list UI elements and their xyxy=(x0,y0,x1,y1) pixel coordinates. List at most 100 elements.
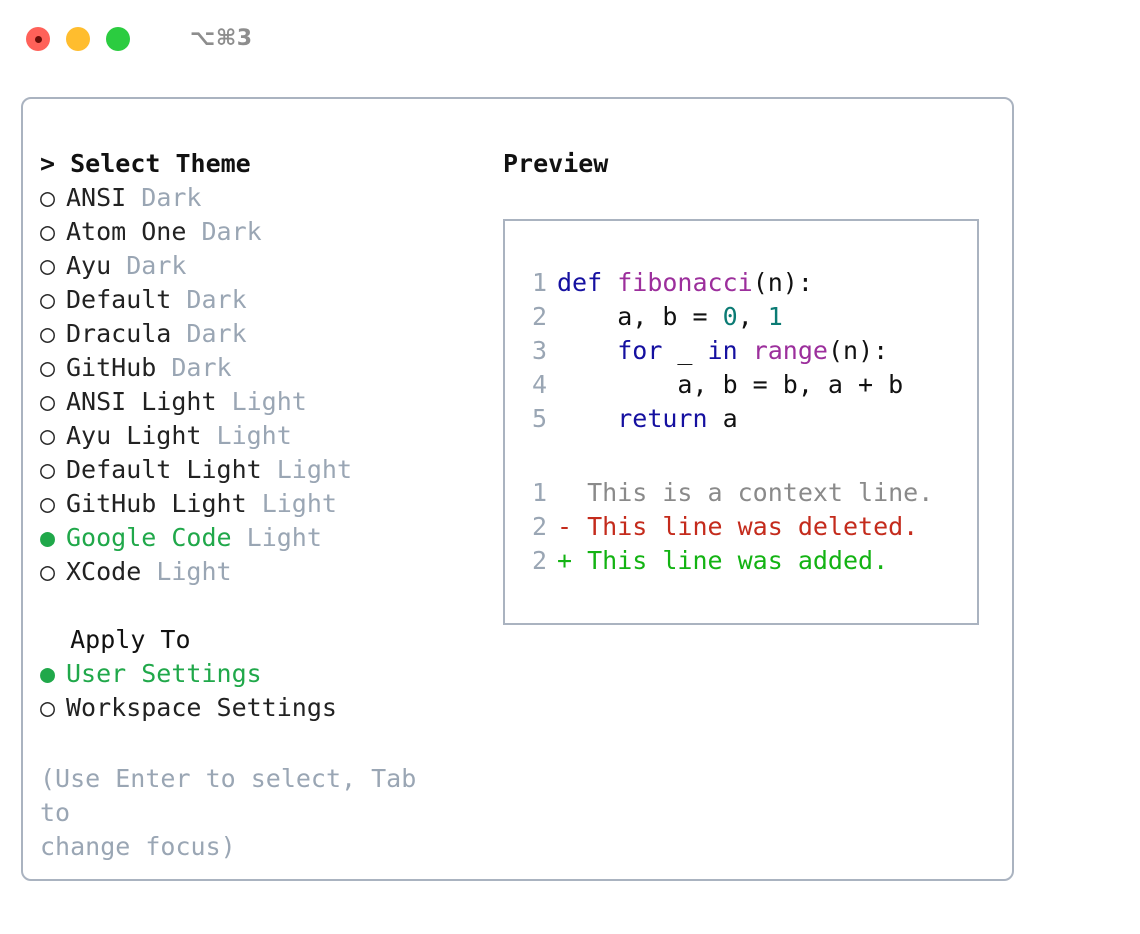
code-diff-spacer xyxy=(519,436,977,476)
keyboard-hint-line-2: change focus) xyxy=(40,832,236,861)
theme-option-tag: Dark xyxy=(186,285,247,314)
code-token-kw: in xyxy=(707,336,738,365)
theme-option-google-code[interactable]: ● Google Code Light xyxy=(40,521,490,555)
code-token-fn: fibonacci xyxy=(617,268,753,297)
theme-option-tag: Dark xyxy=(171,353,232,382)
diff-text: This line was deleted. xyxy=(587,512,919,541)
theme-option-label: Atom One xyxy=(66,217,187,246)
radio-unselected-icon: ○ xyxy=(40,489,56,518)
theme-option-xcode[interactable]: ○XCode Light xyxy=(40,555,490,589)
diff-line-number: 2 xyxy=(531,546,547,575)
theme-option-atom-one[interactable]: ○ Atom One Dark xyxy=(40,215,490,249)
diff-line-number: 2 xyxy=(531,512,547,541)
theme-option-tag: Dark xyxy=(141,183,202,212)
select-theme-heading: > Select Theme xyxy=(40,147,490,181)
theme-option-label: Google Code xyxy=(66,523,232,552)
code-token-pl: (n): xyxy=(827,336,889,365)
theme-option-label: ANSI xyxy=(66,183,127,212)
code-line-number: 2 xyxy=(531,302,547,331)
theme-list: ○ANSI Dark○Atom One Dark○Ayu Dark○Defaul… xyxy=(40,181,490,589)
theme-option-github[interactable]: ○GitHub Dark xyxy=(40,351,490,385)
minimize-window-button[interactable] xyxy=(66,27,90,51)
theme-selection-column: > Select Theme ○ANSI Dark○Atom One Dark○… xyxy=(40,147,490,725)
code-line-number: 1 xyxy=(531,268,547,297)
radio-selected-icon: ● xyxy=(40,659,56,688)
theme-option-label: Default xyxy=(66,285,172,314)
list-spacer xyxy=(40,589,490,623)
code-token-pl xyxy=(557,404,617,433)
theme-option-label: Ayu Light xyxy=(66,421,202,450)
code-line-number: 3 xyxy=(531,336,547,365)
code-token-fn: range xyxy=(752,336,828,365)
theme-option-ansi-light[interactable]: ○ANSI Light Light xyxy=(40,385,490,419)
apply-to-heading-text: Apply To xyxy=(70,625,191,654)
code-token-pl: _ xyxy=(662,336,708,365)
title-bar: ⌥⌘3 xyxy=(0,0,1140,78)
theme-option-tag: Light xyxy=(246,523,322,552)
code-token-kw: for xyxy=(617,336,663,365)
theme-option-default[interactable]: ○ Default Dark xyxy=(40,283,490,317)
code-line-number: 5 xyxy=(531,404,547,433)
theme-option-label: GitHub Light xyxy=(66,489,247,518)
theme-option-tag: Dark xyxy=(186,319,247,348)
code-line-number: 4 xyxy=(531,370,547,399)
theme-option-label: ANSI Light xyxy=(66,387,217,416)
radio-unselected-icon: ○ xyxy=(40,319,56,348)
select-theme-heading-text: Select Theme xyxy=(70,149,251,178)
code-line: 5 return a xyxy=(519,402,977,436)
apply-to-heading: Apply To xyxy=(40,623,490,657)
radio-selected-icon: ● xyxy=(40,523,56,552)
theme-option-tag: Light xyxy=(276,455,352,484)
diff-line-number: 1 xyxy=(531,478,547,507)
diff-text: This line was added. xyxy=(587,546,889,575)
code-token-num: 1 xyxy=(767,302,783,331)
theme-option-ansi[interactable]: ○ ANSI Dark xyxy=(40,181,490,215)
radio-unselected-icon: ○ xyxy=(40,251,56,280)
diff-sample: 1 This is a context line.2- This line wa… xyxy=(519,476,977,578)
code-token-pl xyxy=(738,336,753,365)
code-line: 3 for _ in range(n): xyxy=(519,334,977,368)
radio-unselected-icon: ○ xyxy=(40,217,56,246)
keyboard-hint: (Use Enter to select, Tab to change focu… xyxy=(40,762,460,864)
code-token-pl: a, b = xyxy=(557,302,723,331)
theme-option-tag: Dark xyxy=(126,251,187,280)
code-token-pl: a xyxy=(707,404,738,433)
theme-option-label: XCode xyxy=(66,557,142,586)
radio-unselected-icon: ○ xyxy=(40,285,56,314)
theme-option-label: Dracula xyxy=(66,319,172,348)
diff-marker xyxy=(557,478,587,507)
apply-to-option-label: User Settings xyxy=(66,659,262,688)
apply-to-option-user-settings[interactable]: ● User Settings xyxy=(40,657,490,691)
code-token-pl xyxy=(557,336,617,365)
theme-option-tag: Light xyxy=(156,557,232,586)
code-token-pl: , xyxy=(737,302,768,331)
keyboard-hint-line-1: (Use Enter to select, Tab to xyxy=(40,764,417,827)
theme-option-github-light[interactable]: ○GitHub Light Light xyxy=(40,487,490,521)
radio-unselected-icon: ○ xyxy=(40,693,56,722)
diff-marker: - xyxy=(557,512,588,541)
theme-option-tag: Dark xyxy=(201,217,262,246)
theme-option-ayu[interactable]: ○Ayu Dark xyxy=(40,249,490,283)
diff-line: 2- This line was deleted. xyxy=(519,510,977,544)
radio-unselected-icon: ○ xyxy=(40,421,56,450)
radio-unselected-icon: ○ xyxy=(40,183,56,212)
apply-to-option-label: Workspace Settings xyxy=(66,693,337,722)
theme-option-ayu-light[interactable]: ○Ayu Light Light xyxy=(40,419,490,453)
select-theme-heading-prefix: > xyxy=(40,149,71,178)
diff-line: 1 This is a context line. xyxy=(519,476,977,510)
apply-to-option-workspace-settings[interactable]: ○ Workspace Settings xyxy=(40,691,490,725)
diff-marker: + xyxy=(557,546,588,575)
theme-option-label: Default Light xyxy=(66,455,262,484)
theme-option-default-light[interactable]: ○ Default Light Light xyxy=(40,453,490,487)
maximize-window-button[interactable] xyxy=(106,27,130,51)
radio-unselected-icon: ○ xyxy=(40,455,56,484)
code-token-pl: a, b = b, a + b xyxy=(557,370,904,399)
close-window-button[interactable] xyxy=(26,27,50,51)
theme-option-dracula[interactable]: ○ Dracula Dark xyxy=(40,317,490,351)
window-title: ⌥⌘3 xyxy=(190,26,253,51)
diff-text: This is a context line. xyxy=(587,478,934,507)
